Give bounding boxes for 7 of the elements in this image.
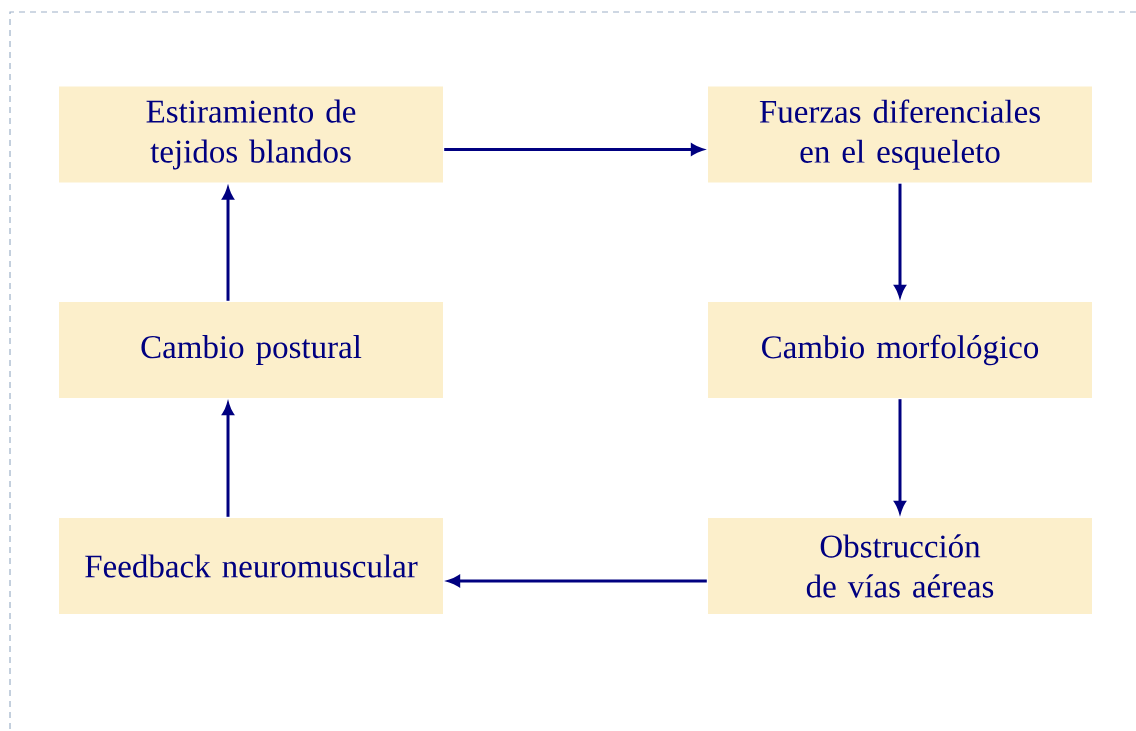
process-box: Estiramiento de tejidos blandos bbox=[59, 86, 443, 183]
process-box: Obstrucción de vías aéreas bbox=[708, 518, 1092, 614]
process-box: Fuerzas diferenciales en el esqueleto bbox=[708, 86, 1092, 183]
process-box: Cambio postural bbox=[59, 302, 443, 398]
arrow bbox=[222, 187, 234, 301]
process-box: Cambio morfológico bbox=[708, 302, 1092, 398]
process-box: Feedback neuromuscular bbox=[59, 518, 443, 614]
